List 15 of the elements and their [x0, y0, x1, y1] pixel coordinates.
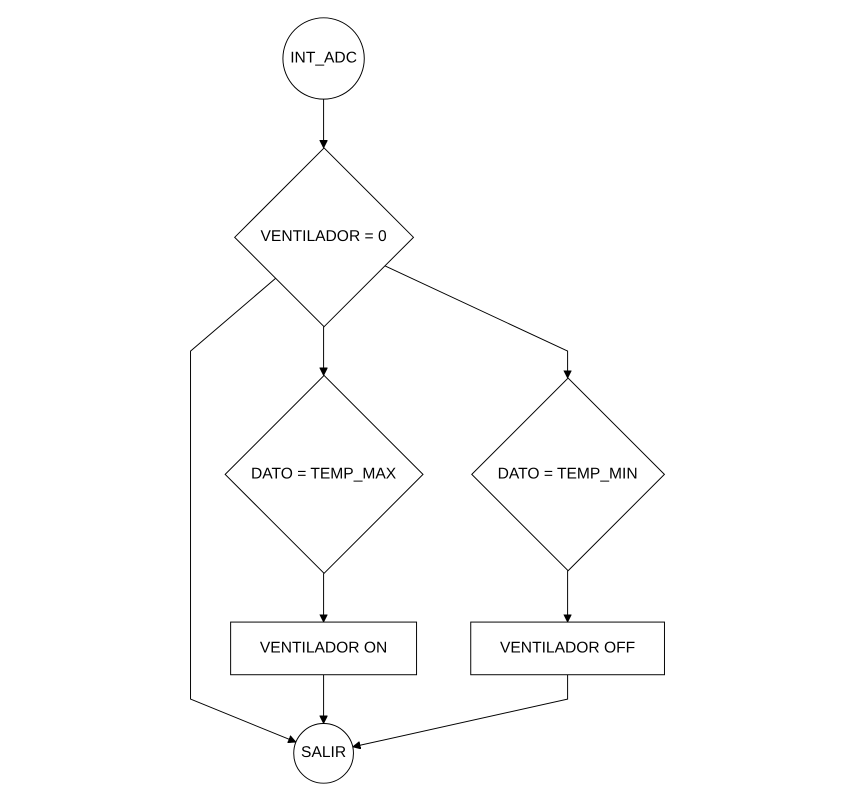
node-circle: INT_ADC [282, 17, 365, 100]
node-box: VENTILADOR OFF [470, 622, 665, 676]
arrow [319, 572, 328, 622]
arrow [352, 674, 568, 750]
node-circle: SALIR [293, 723, 354, 784]
node-diamond: VENTILADOR = 0 [234, 147, 414, 328]
node-diamond: DATO = TEMP_MAX [224, 374, 424, 574]
arrow [563, 570, 572, 622]
node-box: VENTILADOR ON [230, 622, 418, 676]
arrow [384, 265, 572, 378]
arrow [319, 326, 328, 376]
node-diamond: DATO = TEMP_MIN [471, 377, 666, 572]
arrow [319, 98, 328, 148]
arrow [319, 674, 328, 724]
arrow [190, 278, 296, 744]
